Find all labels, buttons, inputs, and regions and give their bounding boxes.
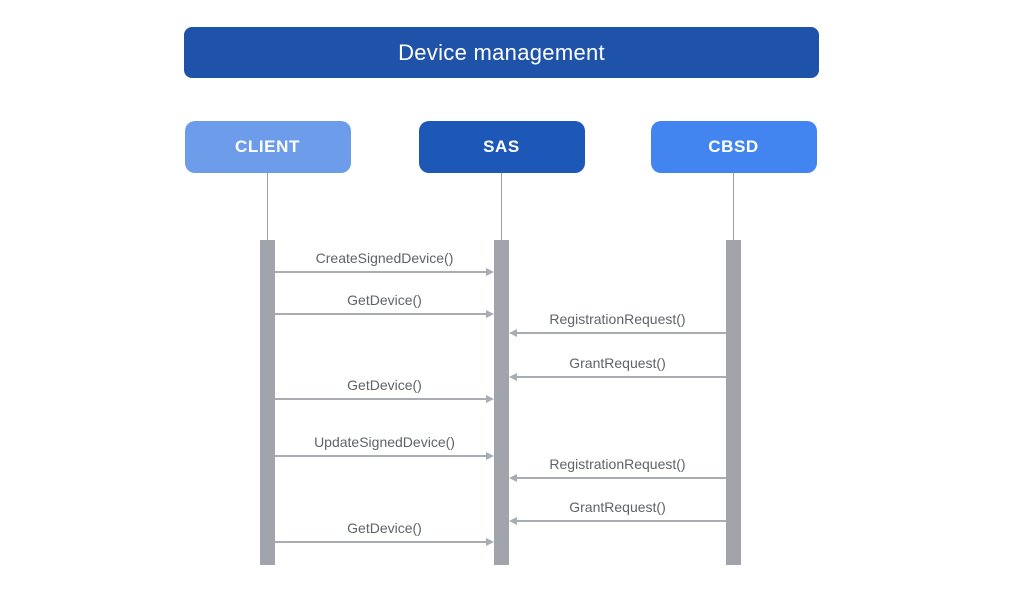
message-arrow bbox=[275, 313, 488, 315]
activation-bar-cbsd bbox=[726, 240, 741, 565]
message-label: GetDevice() bbox=[347, 520, 422, 536]
activation-bar-sas bbox=[494, 240, 509, 565]
message-label: GrantRequest() bbox=[569, 355, 666, 371]
arrow-head-icon bbox=[509, 373, 517, 381]
diagram-title-bar: Device management bbox=[184, 27, 819, 78]
message-label: UpdateSignedDevice() bbox=[314, 434, 455, 450]
message-label: RegistrationRequest() bbox=[549, 311, 686, 327]
lifeline-sas bbox=[501, 173, 502, 240]
arrow-head-icon bbox=[486, 310, 494, 318]
message-label: CreateSignedDevice() bbox=[315, 250, 454, 266]
message-arrow bbox=[515, 332, 726, 334]
actor-label: CBSD bbox=[708, 137, 759, 156]
message-arrow bbox=[275, 271, 488, 273]
arrow-head-icon bbox=[486, 452, 494, 460]
message-arrow bbox=[275, 398, 488, 400]
actor-box-client: CLIENT bbox=[184, 121, 351, 173]
activation-bar-client bbox=[260, 240, 275, 565]
message-label: GrantRequest() bbox=[569, 499, 666, 515]
message-label: GetDevice() bbox=[347, 292, 422, 308]
arrow-head-icon bbox=[486, 268, 494, 276]
arrow-head-icon bbox=[486, 538, 494, 546]
message-label: RegistrationRequest() bbox=[549, 456, 686, 472]
actor-box-sas: SAS bbox=[418, 121, 585, 173]
message-arrow bbox=[515, 477, 726, 479]
arrow-head-icon bbox=[509, 329, 517, 337]
message-arrow bbox=[275, 455, 488, 457]
arrow-head-icon bbox=[509, 474, 517, 482]
arrow-head-icon bbox=[486, 395, 494, 403]
message-label: GetDevice() bbox=[347, 377, 422, 393]
lifeline-cbsd bbox=[733, 173, 734, 240]
message-arrow bbox=[515, 520, 726, 522]
actor-label: SAS bbox=[483, 137, 520, 156]
arrow-head-icon bbox=[509, 517, 517, 525]
message-arrow bbox=[515, 376, 726, 378]
actor-label: CLIENT bbox=[235, 137, 300, 156]
actor-box-cbsd: CBSD bbox=[650, 121, 817, 173]
diagram-title: Device management bbox=[398, 39, 605, 65]
message-arrow bbox=[275, 541, 488, 543]
lifeline-client bbox=[267, 173, 268, 240]
